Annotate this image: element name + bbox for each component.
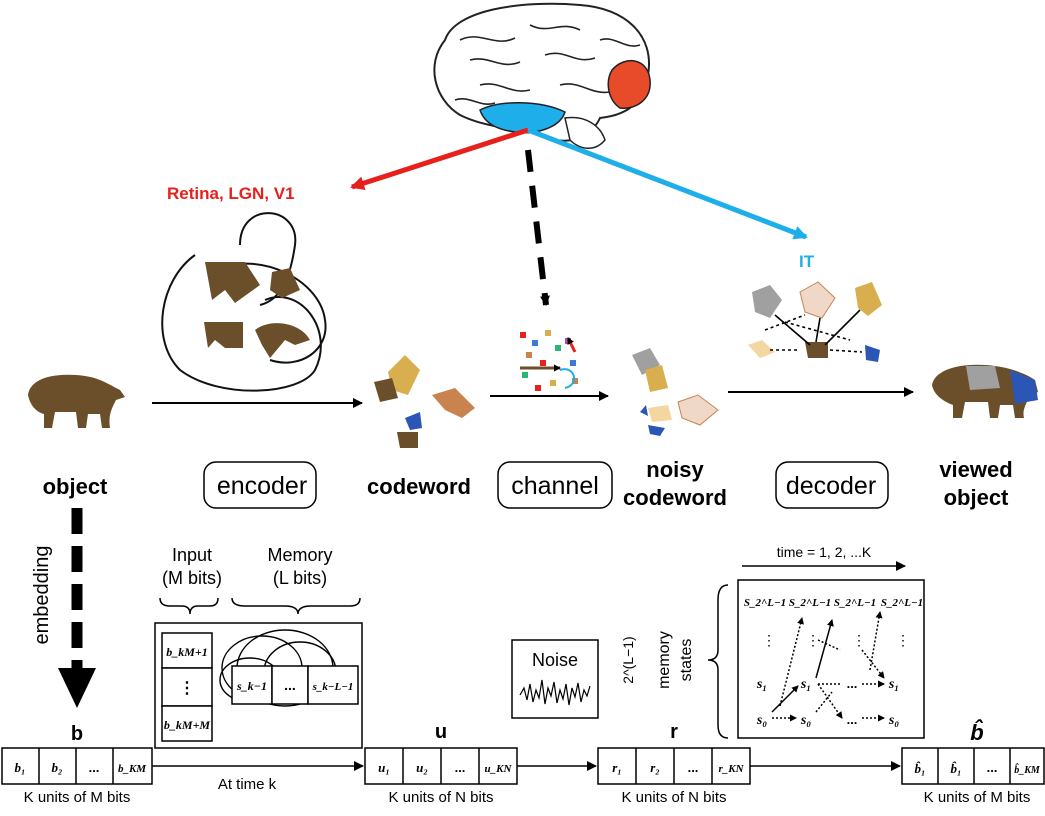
- label-memory-states-line1: memory: [656, 631, 673, 689]
- label-b: b: [71, 723, 83, 745]
- decoder-box: [775, 461, 889, 509]
- memory-brace: [231, 597, 361, 615]
- input-brace: [159, 597, 219, 615]
- u-vector: [364, 747, 518, 785]
- u-cell-2: u₂: [416, 760, 428, 775]
- memory-cell-2: ...: [284, 677, 296, 693]
- trellis-top-2: S_2^L−1: [789, 597, 831, 609]
- trellis-s1-1: s₁: [756, 677, 767, 692]
- label-object: object: [43, 474, 108, 499]
- b-cell-2: b₂: [51, 760, 62, 775]
- trellis-top-3: S_2^L−1: [834, 597, 876, 609]
- viewed-object-bear: [932, 364, 1038, 418]
- memory-cells: [231, 665, 359, 705]
- encoder-box: [203, 461, 317, 509]
- channel-box: [497, 461, 613, 509]
- caption-bhat: K units of M bits: [924, 789, 1031, 806]
- trellis-s0-4: s₀: [888, 713, 899, 728]
- label-time: time = 1, 2, ...K: [777, 544, 872, 560]
- b-cell-4: b_KM: [118, 763, 147, 775]
- label-at-time-k: At time k: [218, 776, 277, 793]
- noise-waveform: [519, 679, 591, 706]
- u-cell-1: u₁: [378, 760, 390, 775]
- trellis-s1-2: s₁: [800, 677, 811, 692]
- it-arrow: [527, 127, 808, 240]
- r-cell-4: r_KN: [718, 763, 744, 775]
- memory-cell-1: s_k−1: [236, 679, 267, 693]
- bhat-cell-4: b̂_KM: [1014, 763, 1041, 776]
- embedding-arrowhead: [58, 668, 96, 708]
- bhat-cell-1: b̂₁: [914, 761, 925, 776]
- memory-label-line1: Memory: [267, 545, 332, 565]
- r-cell-3: ...: [688, 760, 699, 775]
- label-noisy-line1: noisy: [646, 457, 704, 482]
- input-cell-1: b_kM+1: [166, 645, 208, 659]
- bear-object-image: [28, 374, 125, 428]
- memory-cell-3: s_k−L−1: [312, 681, 354, 693]
- brain-illustration: [433, 2, 651, 149]
- input-label-line1: Input: [172, 545, 212, 565]
- trellis-s1-4: s₁: [888, 677, 899, 692]
- v1-arrow: [350, 127, 529, 190]
- svg-text:⋮: ⋮: [896, 632, 910, 648]
- u-cell-3: ...: [455, 760, 466, 775]
- svg-text:⋮: ⋮: [806, 632, 820, 648]
- codeword-pieces: [374, 355, 475, 448]
- trellis-s1-3: ...: [847, 676, 858, 691]
- channel-noise-mosaic: [520, 330, 578, 391]
- b-cell-1: b₁: [14, 760, 25, 775]
- input-cells: [161, 632, 213, 742]
- r-cell-1: r₁: [612, 760, 622, 775]
- trellis-transitions: [771, 611, 885, 722]
- trellis-dots: ⋮ ⋮ ⋮ ⋮: [762, 632, 910, 648]
- bhat-vector: [901, 747, 1045, 785]
- region-label-v1: Retina, LGN, V1: [167, 184, 295, 203]
- noise-box: [511, 639, 599, 719]
- decoder-illustration: [748, 281, 882, 362]
- label-memory-states-line2: states: [678, 639, 695, 682]
- label-bhat: b̂: [970, 719, 983, 745]
- noisy-codeword-pieces: [632, 348, 719, 436]
- b-cell-3: ...: [89, 760, 100, 775]
- label-decoder: decoder: [786, 472, 876, 500]
- label-viewed-line2: object: [944, 485, 1009, 510]
- r-vector: [597, 747, 751, 785]
- b-vector: [1, 747, 153, 785]
- input-cell-2: ⋮: [179, 680, 195, 697]
- label-noise: Noise: [532, 650, 578, 670]
- svg-text:⋮: ⋮: [852, 632, 866, 648]
- caption-b: K units of M bits: [24, 789, 131, 806]
- r-cell-2: r₂: [650, 760, 660, 775]
- trellis-top-4: S_2^L−1: [881, 597, 923, 609]
- label-u: u: [435, 721, 447, 743]
- bhat-cell-2: b̂₁: [950, 761, 961, 776]
- label-noisy-line2: codeword: [623, 485, 727, 510]
- label-channel: channel: [511, 472, 599, 500]
- trellis-s0-2: s₀: [800, 713, 811, 728]
- label-r: r: [670, 721, 678, 743]
- input-label-line2: (M bits): [162, 568, 222, 588]
- label-encoder: encoder: [217, 472, 307, 500]
- label-viewed-line1: viewed: [939, 457, 1012, 482]
- memory-states-brace: [707, 584, 729, 739]
- svg-text:⋮: ⋮: [762, 632, 776, 648]
- label-memory-states-count: 2^(L−1): [620, 636, 636, 683]
- caption-u: K units of N bits: [388, 789, 493, 806]
- label-codeword: codeword: [367, 474, 471, 499]
- label-embedding: embedding: [31, 546, 53, 645]
- memory-label-line2: (L bits): [273, 568, 327, 588]
- trellis-s0-3: ...: [847, 712, 858, 727]
- u-cell-4: u_KN: [485, 763, 513, 775]
- trellis-s0-1: s₀: [756, 713, 767, 728]
- region-label-it: IT: [799, 252, 815, 271]
- encoder-loop-illustration: [161, 212, 327, 392]
- encoder-bear-pieces: [204, 262, 310, 358]
- trellis-box: [737, 579, 925, 739]
- brain-channel-dashed-arrow: [525, 149, 550, 306]
- caption-r: K units of N bits: [621, 789, 726, 806]
- trellis-top-1: S_2^L−1: [744, 597, 786, 609]
- input-cell-3: b_kM+M: [164, 718, 211, 732]
- bhat-cell-3: ...: [987, 760, 998, 775]
